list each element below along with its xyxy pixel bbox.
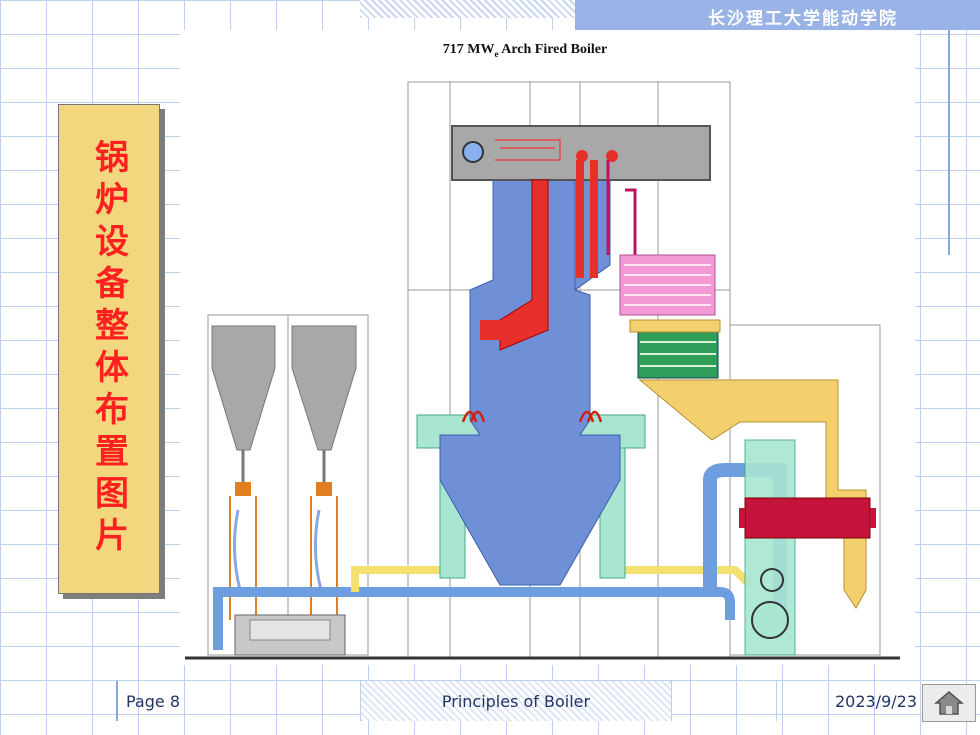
footer-page: Page 8 bbox=[116, 681, 266, 721]
coal-bunkers bbox=[211, 325, 357, 656]
decorative-rule bbox=[948, 30, 950, 255]
footer-date: 2023/9/23 bbox=[776, 681, 923, 721]
feeder-right bbox=[316, 482, 332, 496]
home-button[interactable] bbox=[922, 684, 976, 722]
hot-air-duct bbox=[703, 463, 787, 630]
platen-superheater bbox=[499, 179, 549, 351]
slide-title-box: 锅炉设备整体布置图片 bbox=[58, 104, 160, 594]
feeder-left bbox=[235, 482, 251, 496]
boiler-diagram bbox=[185, 81, 900, 660]
footer-course: Principles of Boiler bbox=[360, 681, 672, 721]
footer-date-text: 2023/9/23 bbox=[834, 691, 917, 711]
diagram-title-rest: Arch Fired Boiler bbox=[498, 42, 608, 57]
slide-title: 锅炉设备整体布置图片 bbox=[88, 139, 129, 559]
flue-duct bbox=[638, 379, 867, 609]
coal-bunker-right bbox=[291, 325, 357, 451]
coal-bunker-left bbox=[211, 325, 276, 451]
boiler-diagram-panel: 717 MWe Arch Fired Boiler bbox=[180, 30, 915, 665]
diagram-title-subscript: e bbox=[494, 48, 499, 59]
header-bar: 长沙理工大学能动学院 bbox=[575, 0, 980, 30]
institution-name: 长沙理工大学能动学院 bbox=[708, 9, 898, 29]
burners bbox=[461, 410, 603, 423]
home-icon bbox=[934, 691, 964, 715]
header-hatch-strip bbox=[360, 0, 575, 18]
footer-page-number: Page 8 bbox=[126, 691, 180, 711]
secondary-air-duct bbox=[351, 566, 440, 592]
steam-drum bbox=[462, 141, 484, 163]
primary-air-duct bbox=[213, 587, 735, 650]
diagram-title-main: 717 MW bbox=[442, 42, 495, 57]
diagram-title: 717 MWe Arch Fired Boiler bbox=[180, 42, 870, 59]
footer-course-title: Principles of Boiler bbox=[441, 691, 591, 711]
air-heater bbox=[744, 497, 871, 539]
